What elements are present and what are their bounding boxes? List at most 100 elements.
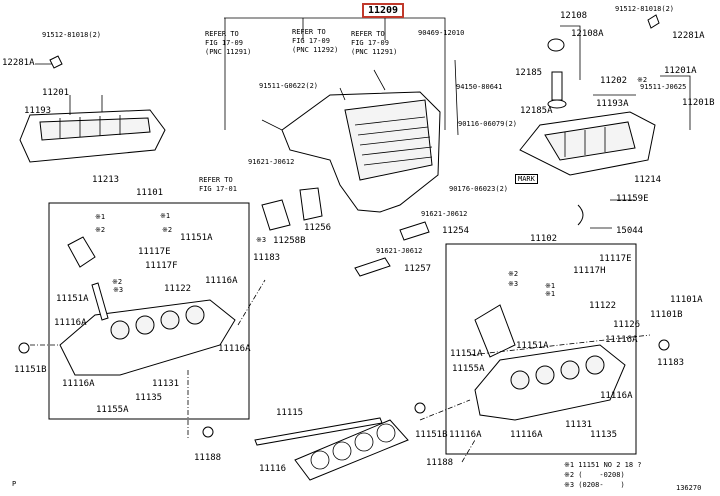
label-11116A-7[interactable]: 11116A [449,430,482,440]
refer-note-fig1701[interactable]: REFER TO FIG 17-01 [199,176,237,193]
label-11256[interactable]: 11256 [304,223,332,233]
label-11188-left[interactable]: 11188 [194,453,222,463]
label-11116A-8[interactable]: 11116A [510,430,543,440]
label-90469-12010[interactable]: 90469-12010 [418,29,465,37]
label-11116A-1[interactable]: 11116A [205,276,238,286]
label-11101A[interactable]: 11101A [670,295,703,305]
label-91512-81018-right[interactable]: 91512-81018(2) [615,5,675,13]
label-11131-right[interactable]: 11131 [565,420,593,430]
label-11117E-left[interactable]: 11117E [138,247,171,257]
label-11116[interactable]: 11116 [259,464,287,474]
cylinder-head-right [474,304,626,421]
label-11101[interactable]: 11101 [136,188,164,198]
label-11102[interactable]: 11102 [530,234,558,244]
label-11126[interactable]: 11126 [613,320,641,330]
label-11188-right[interactable]: 11188 [426,458,454,468]
pipe-15044 [577,204,584,226]
label-11116A-3[interactable]: 11116A [605,335,638,345]
label-11155A-1[interactable]: 11155A [452,364,485,374]
label-91621-j0612-a[interactable]: 91621-J0612 [248,158,295,166]
label-11117F[interactable]: 11117F [145,261,178,271]
brackets-middle [261,187,430,277]
label-11151A-4[interactable]: 11151A [450,349,483,359]
cylinder-head-cover-left [19,109,166,163]
marker-star2-a: ※2 [95,226,106,234]
plug-11188 [202,426,214,438]
label-12185[interactable]: 12185 [515,68,543,78]
label-90176-06023[interactable]: 90176-06023(2) [449,185,509,193]
label-11213[interactable]: 11213 [92,175,120,185]
label-11155A-2[interactable]: 11155A [96,405,129,415]
label-11116A-6[interactable]: 11116A [600,391,633,401]
label-11122-right[interactable]: 11122 [589,301,617,311]
leaders-top-cover [261,59,459,136]
marker-star2-e: ※2 [508,270,519,278]
label-11116A-5[interactable]: 11116A [62,379,95,389]
label-15044[interactable]: 15044 [616,226,644,236]
label-91511-j0625[interactable]: 91511-J0625 [640,83,687,91]
plug-11183 [658,339,670,351]
label-11183-left[interactable]: 11183 [253,253,281,263]
label-91511-g0622[interactable]: 91511-G0622(2) [259,82,319,90]
axis-lines-left [20,279,266,440]
footnote-2: ※2 ( -0208) [564,471,625,479]
label-11135-right[interactable]: 11135 [590,430,618,440]
label-90116-06079[interactable]: 90116-06079(2) [458,120,518,128]
oil-filler-parts [49,14,660,109]
label-12108A[interactable]: 12108A [571,29,604,39]
footnote-3: ※3 (0208- ) [564,481,625,489]
label-11122-left[interactable]: 11122 [164,284,192,294]
label-12281A-right[interactable]: 12281A [672,31,705,41]
label-11193A[interactable]: 11193A [596,99,629,109]
label-11201A[interactable]: 11201A [664,66,697,76]
label-11201B[interactable]: 11201B [682,98,715,108]
label-11201[interactable]: 11201 [42,88,70,98]
cylinder-head-left [59,236,236,376]
label-11151B-1[interactable]: 11151B [14,365,47,375]
label-11257[interactable]: 11257 [404,264,432,274]
figure-number: 136270 [676,484,702,492]
label-12185A[interactable]: 12185A [520,106,553,116]
group-box-11102 [445,243,637,455]
label-11117E-right[interactable]: 11117E [599,254,632,264]
title-part-number[interactable]: 11209 [362,3,404,18]
label-11193[interactable]: 11193 [24,106,52,116]
marker-star1-d: ※1 [545,290,556,298]
refer-note-11292[interactable]: REFER TO FIG 17-09 (PNC 11292) [292,28,339,54]
label-11151A-3[interactable]: 11151A [516,341,549,351]
label-11115[interactable]: 11115 [276,408,304,418]
label-11135-left[interactable]: 11135 [135,393,163,403]
label-11151A-1[interactable]: 11151A [180,233,213,243]
label-11254[interactable]: 11254 [442,226,470,236]
label-11101B[interactable]: 11101B [650,310,683,320]
head-gasket [254,417,409,481]
label-11151A-2[interactable]: 11151A [56,294,89,304]
label-11116A-2[interactable]: 11116A [54,318,87,328]
label-11202[interactable]: 11202 [600,76,628,86]
label-91512-81018-left[interactable]: 91512-81018(2) [42,31,102,39]
label-11183-right[interactable]: 11183 [657,358,685,368]
label-94150-80641[interactable]: 94150-80641 [456,83,503,91]
group-box-11101 [48,202,250,420]
marker-star3-c: ※3 [508,280,519,288]
label-12108[interactable]: 12108 [560,11,588,21]
label-11214[interactable]: 11214 [634,175,662,185]
leaders-right [590,199,635,229]
label-11116A-4[interactable]: 11116A [218,344,251,354]
label-11151B-2[interactable]: 11151B [415,430,448,440]
label-12281A-left[interactable]: 12281A [2,58,35,68]
plug-11151B-b [414,402,426,414]
label-91621-j0612-c[interactable]: 91621-J0612 [376,247,423,255]
marker-star3-a: ※3 [256,236,267,244]
refer-note-11291-right[interactable]: REFER TO FIG 17-09 (PNC 11291) [351,30,398,56]
label-91621-j0612-b[interactable]: 91621-J0612 [421,210,468,218]
marker-star2-d: ※2 [637,76,648,84]
refer-note-11291-left[interactable]: REFER TO FIG 17-09 (PNC 11291) [205,30,252,56]
label-11117H[interactable]: 11117H [573,266,606,276]
label-11258B[interactable]: 11258B [273,236,306,246]
label-11131-left[interactable]: 11131 [152,379,180,389]
marker-star3-b: ※3 [113,286,124,294]
label-11159E[interactable]: 11159E [616,194,649,204]
